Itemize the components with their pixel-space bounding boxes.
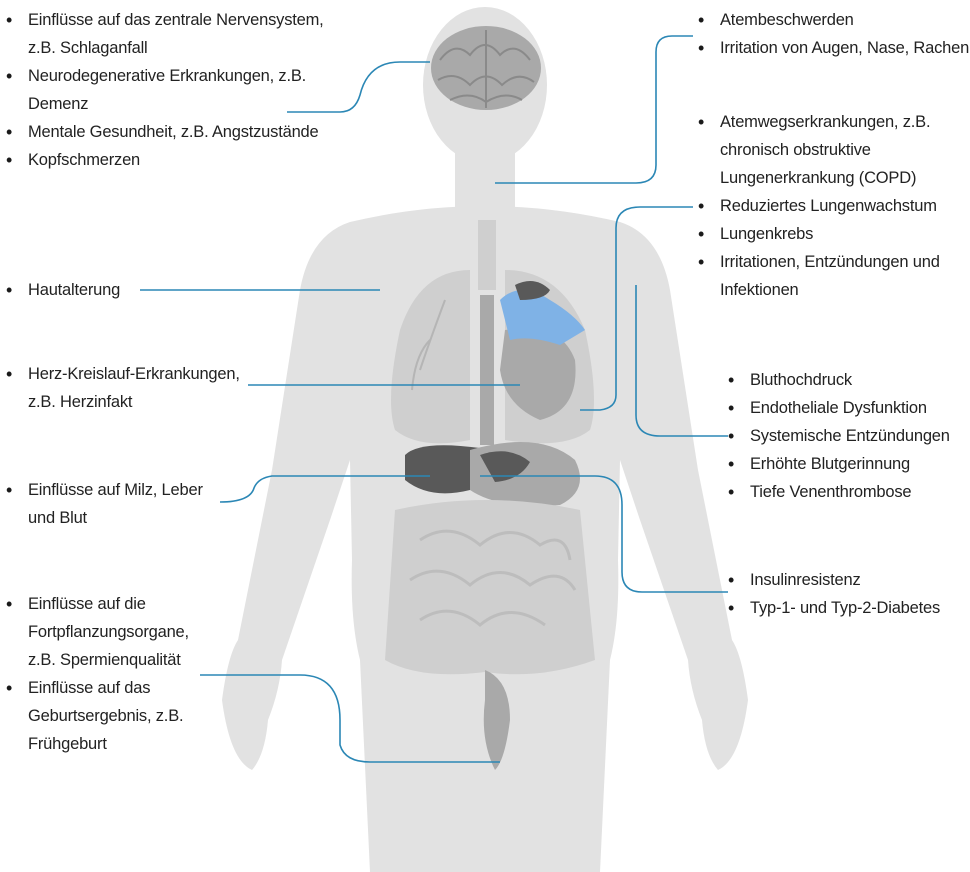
airways-effect-item: Atembeschwerden [692, 6, 970, 34]
vascular-effect-item: Systemische Entzündungen [722, 422, 970, 450]
metabolic-effect-item: Insulinresistenz [722, 566, 970, 594]
lungs-effect-item: Lungenkrebs [692, 220, 970, 248]
lungs-effects-list: Atemwegserkrankungen, z.B. chronisch obs… [692, 108, 970, 304]
skin-effects-list: Hautalterung [0, 276, 150, 304]
metabolic-effect-item: Typ-1- und Typ-2-Diabetes [722, 594, 970, 622]
skin-effect-item: Hautalterung [0, 276, 150, 304]
vascular-effects-list: BluthochdruckEndotheliale DysfunktionSys… [722, 366, 970, 506]
reproduction-effects-list: Einflüsse auf die Fortpflanzungsorgane, … [0, 590, 220, 758]
metabolic-effects-list: InsulinresistenzTyp-1- und Typ-2-Diabete… [722, 566, 970, 622]
vascular-effect-item: Endotheliale Dysfunktion [722, 394, 970, 422]
vascular-effect-item: Erhöhte Blutgerinnung [722, 450, 970, 478]
lungs-effect-item: Reduziertes Lungenwachstum [692, 192, 970, 220]
esophagus [480, 295, 494, 445]
heart-effect-item: Herz-Kreislauf-Erkrankungen, z.B. Herzin… [0, 360, 270, 416]
heart-effects-list: Herz-Kreislauf-Erkrankungen, z.B. Herzin… [0, 360, 270, 416]
brain-effects-list: Einflüsse auf das zentrale Nervensystem,… [0, 6, 330, 174]
spleen-effect-item: Einflüsse auf Milz, Leber und Blut [0, 476, 230, 532]
brain-effect-item: Kopfschmerzen [0, 146, 330, 174]
brain [431, 26, 541, 110]
lungs-effect-item: Atemwegserkrankungen, z.B. chronisch obs… [692, 108, 970, 192]
airways-effects-list: AtembeschwerdenIrritation von Augen, Nas… [692, 6, 970, 62]
brain-effect-item: Einflüsse auf das zentrale Nervensystem,… [0, 6, 330, 62]
lungs-effect-item: Irritationen, Entzündungen und Infektion… [692, 248, 970, 304]
reproduction-effect-item: Einflüsse auf die Fortpflanzungsorgane, … [0, 590, 220, 674]
brain-effect-item: Neurodegenerative Erkrankungen, z.B. Dem… [0, 62, 330, 118]
reproduction-effect-item: Einflüsse auf das Geburtsergebnis, z.B. … [0, 674, 220, 758]
vascular-effect-item: Bluthochdruck [722, 366, 970, 394]
brain-effect-item: Mentale Gesundheit, z.B. Angstzustände [0, 118, 330, 146]
spleen-effects-list: Einflüsse auf Milz, Leber und Blut [0, 476, 230, 532]
trachea [478, 220, 496, 290]
vascular-effect-item: Tiefe Venenthrombose [722, 478, 970, 506]
airways-effect-item: Irritation von Augen, Nase, Rachen [692, 34, 970, 62]
